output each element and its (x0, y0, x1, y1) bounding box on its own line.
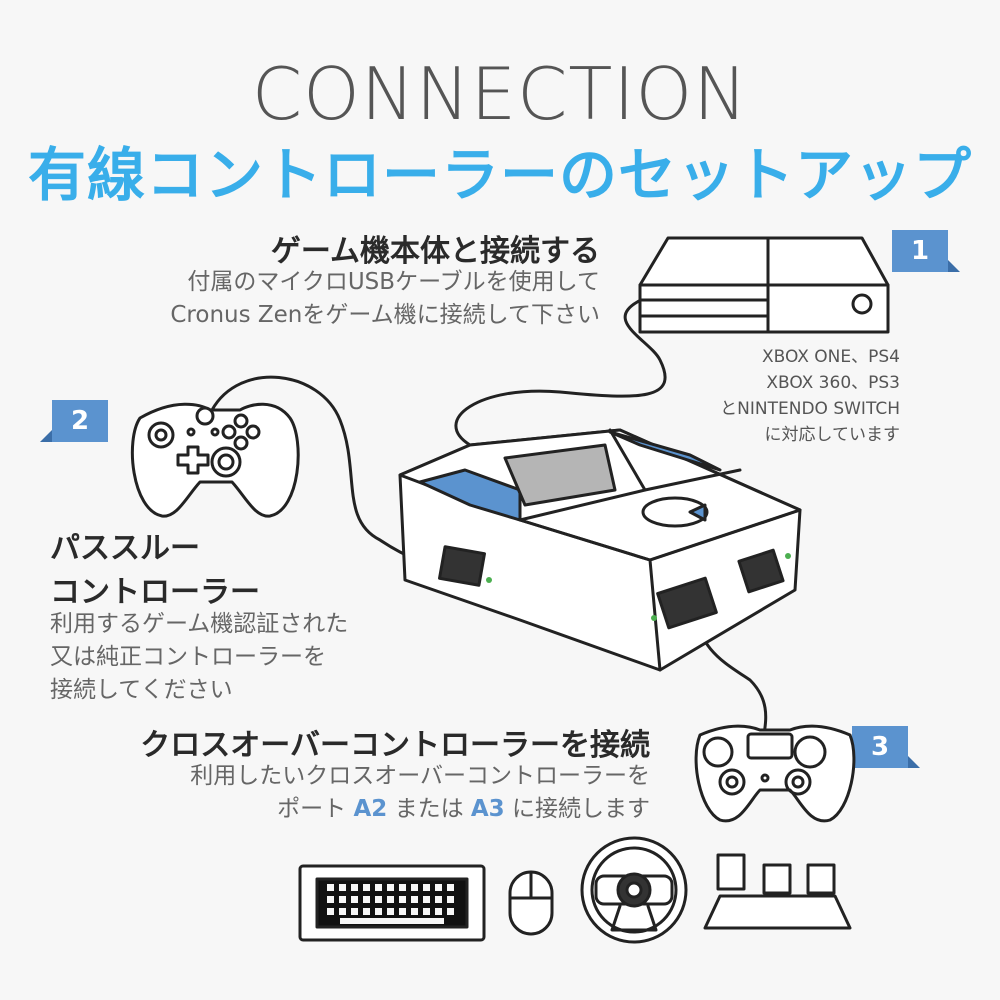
step2-line2: 又は純正コントローラーを (50, 644, 326, 670)
port-a3-label: A3 (470, 796, 505, 822)
step1-heading: ゲーム機本体と接続する (270, 234, 600, 269)
compat-line1: XBOX ONE、PS4 (761, 347, 900, 367)
cable-console (454, 298, 667, 447)
compat-line4: に対応しています (764, 425, 901, 445)
device-leds (486, 553, 791, 621)
compat-line2: XBOX 360、PS3 (766, 373, 900, 393)
keyboard-keys (327, 884, 454, 924)
step3-line2-c: に接続します (512, 796, 650, 822)
ps4-controller-icon (694, 724, 856, 823)
step1-description: 付属のマイクロUSBケーブルを使用して Cronus Zenをゲーム機に接続して… (170, 266, 600, 332)
xbox-controller-icon (130, 402, 300, 518)
mouse-icon (508, 870, 554, 936)
steering-wheel-icon (580, 836, 688, 944)
step2-heading-line1: パススルー (50, 531, 200, 566)
pedals-icon (703, 853, 852, 930)
step3-description: 利用したいクロスオーバーコントローラーを ポート A2 または A3 に接続しま… (190, 760, 650, 826)
title-english: CONNECTION (251, 52, 749, 136)
step3-line2-a: ポート (277, 796, 347, 822)
step1-line2: Cronus Zenをゲーム機に接続して下さい (170, 302, 600, 328)
step1-compat-note: XBOX ONE、PS4 XBOX 360、PS3 とNINTENDO SWIT… (720, 344, 900, 448)
step3-badge: 3 (852, 726, 908, 768)
step2-heading: パススルー コントローラー (50, 527, 260, 615)
step3-line1: 利用したいクロスオーバーコントローラーを (190, 763, 650, 789)
step1-line1: 付属のマイクロUSBケーブルを使用して (187, 269, 600, 295)
step3-line2-b: または (394, 796, 464, 822)
step3-heading: クロスオーバーコントローラーを接続 (140, 728, 650, 763)
cronus-zen-device-icon (398, 428, 802, 672)
compat-line3: とNINTENDO SWITCH (720, 399, 900, 419)
step3-line2: ポート A2 または A3 に接続します (190, 793, 650, 826)
step2-description: 利用するゲーム機認証された 又は純正コントローラーを 接続してください (50, 608, 348, 707)
step1-badge: 1 (892, 230, 948, 272)
step2-badge: 2 (52, 400, 108, 442)
step2-line3: 接続してください (50, 677, 233, 703)
port-a2-label: A2 (353, 796, 388, 822)
title-japanese: 有線コントローラーのセットアップ (27, 141, 972, 209)
step2-line1: 利用するゲーム機認証された (50, 611, 349, 637)
step2-heading-line2: コントローラー (50, 575, 260, 610)
xbox-console-icon (638, 236, 890, 334)
